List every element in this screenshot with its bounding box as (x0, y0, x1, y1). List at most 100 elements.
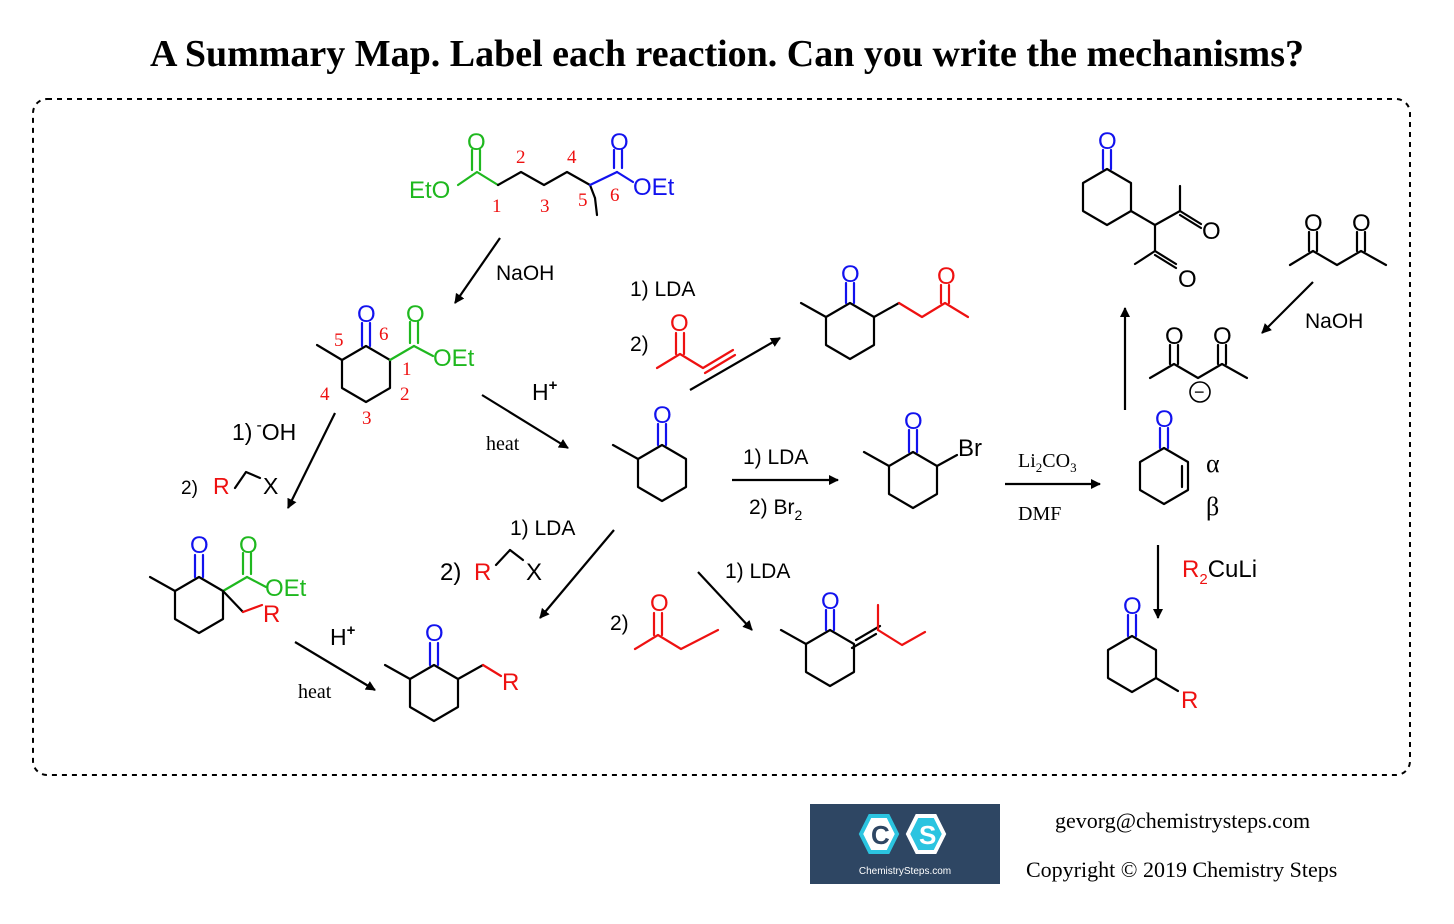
chemistrysteps-logo: C S ChemistrySteps.com (810, 804, 1000, 884)
mvk-structure (655, 331, 737, 375)
betaketo-num-1: 1 (402, 359, 412, 380)
reagent-oh-step: 1)-OH (232, 417, 296, 445)
enolate-o-b: O (1213, 323, 1232, 350)
betaketo-num-6: 6 (379, 324, 389, 345)
reagent-lda-rx-1: 1) LDA (510, 517, 575, 540)
bromoketone-molecule (862, 428, 959, 510)
reagent-dmf: DMF (1018, 503, 1061, 525)
enolate-molecule (1148, 343, 1249, 380)
negative-charge-icon: − (1189, 381, 1211, 403)
betaketo-num-3: 3 (362, 408, 372, 429)
betaketo-o-ketone: O (357, 301, 376, 328)
reagent-heat-1: heat (486, 433, 520, 455)
michael-o-chain: O (937, 263, 956, 290)
adduct-o-a: O (1202, 218, 1221, 245)
reagent-rx-step: 2) (181, 478, 198, 499)
alkylated-o-ester: O (239, 532, 258, 559)
reagent-naoh-2: NaOH (1305, 310, 1363, 333)
page-title: A Summary Map. Label each reaction. Can … (149, 33, 1304, 75)
footer-copyright: Copyright © 2019 Chemistry Steps (1026, 857, 1338, 882)
alkylated-o-ketone: O (190, 532, 209, 559)
methylcyclohexanone-molecule (611, 422, 688, 503)
reagent-heat-2: heat (298, 681, 332, 703)
arrow-michael (689, 337, 781, 391)
reagent-lda-ald-2: 2) (610, 612, 629, 635)
diester-o-label-right: O (610, 129, 629, 156)
logo-s: S (919, 820, 936, 850)
reagent-h-plus-2: H+ (330, 622, 356, 650)
methylcyclohexanone-o: O (653, 402, 672, 429)
reagent-lda-br-2: 2) Br2 (749, 496, 803, 523)
acac-o-b: O (1352, 210, 1371, 237)
bromoketone-o: O (904, 408, 923, 435)
aldol-product-molecule (779, 603, 927, 688)
alkyl-halide-structure-2 (494, 548, 525, 567)
reagent-lda-br-1: 1) LDA (743, 446, 808, 469)
beta-label: β (1206, 492, 1219, 521)
alkylketone-r: R (502, 669, 519, 696)
arrow-decarboxylation-1 (481, 394, 569, 449)
cuprate-product-o: O (1123, 593, 1142, 620)
logo-c: C (871, 820, 890, 850)
diester-eto-label: EtO (409, 177, 450, 204)
diketone-adduct-molecule (1081, 148, 1203, 270)
diester-num-3: 3 (540, 196, 550, 217)
diester-num-4: 4 (567, 147, 577, 168)
alkylated-oet: OEt (265, 575, 307, 602)
diester-num-6: 6 (610, 185, 620, 206)
enolate-o-a: O (1165, 323, 1184, 350)
michael-product-molecule (799, 281, 970, 361)
reagent-li2co3: Li2CO3 (1018, 450, 1077, 475)
arrow-lda-alkylation (539, 529, 615, 619)
reagent-mvk-o: O (670, 310, 689, 337)
reagent-butanone-o: O (650, 590, 669, 617)
reagent-rx-r: R (213, 473, 230, 499)
alkylketone-molecule (383, 641, 503, 723)
arrow-aldol (697, 571, 753, 631)
enone-o: O (1155, 406, 1174, 433)
alkyl-halide-structure-1 (233, 470, 262, 490)
betaketo-num-4: 4 (320, 384, 330, 405)
cuprate-product-r: R (1181, 687, 1198, 714)
arrow-dieckmann (454, 237, 501, 304)
reagent-lda-top-1: 1) LDA (630, 278, 695, 301)
arrow-deprotonation (1261, 281, 1314, 334)
reagent-lda-rx-x: X (526, 559, 542, 586)
arrow-alkylation (287, 412, 336, 509)
aldol-o: O (821, 588, 840, 615)
footer-email: gevorg@chemistrysteps.com (1055, 808, 1311, 833)
reagent-lda-rx-r: R (474, 559, 491, 586)
logo-text: ChemistrySteps.com (858, 866, 952, 877)
butanone-structure (633, 611, 720, 651)
betaketo-num-2: 2 (400, 384, 410, 405)
alkylketone-o: O (425, 620, 444, 647)
bromoketone-br: Br (958, 435, 982, 462)
dashed-frame (32, 98, 1411, 776)
cuprate-product-molecule (1106, 613, 1180, 694)
michael-o-ring: O (841, 261, 860, 288)
betaketo-o-ester: O (406, 301, 425, 328)
beta-ketoester-molecule (315, 320, 435, 404)
logo-graphic: C S (858, 814, 947, 854)
alkylated-r: R (263, 601, 280, 628)
arrow-decarboxylation-2 (294, 641, 376, 691)
alpha-label: α (1206, 449, 1220, 478)
diester-molecule (456, 148, 635, 217)
reagent-r2culi: R2CuLi (1182, 556, 1257, 588)
betaketo-oet: OEt (433, 345, 475, 372)
reagent-naoh-1: NaOH (496, 262, 554, 285)
adduct-o-ring: O (1098, 128, 1117, 155)
acetylacetone-molecule (1288, 230, 1388, 267)
reagent-lda-rx-2: 2) (440, 559, 461, 586)
reagent-h-plus-1: H+ (532, 377, 558, 405)
betaketo-num-5: 5 (334, 330, 344, 351)
reagent-lda-top-2: 2) (630, 333, 649, 356)
diester-num-1: 1 (492, 196, 502, 217)
diester-num-5: 5 (578, 190, 588, 211)
adduct-o-b: O (1178, 266, 1197, 293)
reagent-lda-ald-1: 1) LDA (725, 560, 790, 583)
negative-charge-sign: − (1194, 382, 1205, 402)
acac-o-a: O (1304, 210, 1323, 237)
cyclohexenone-molecule (1138, 426, 1190, 506)
